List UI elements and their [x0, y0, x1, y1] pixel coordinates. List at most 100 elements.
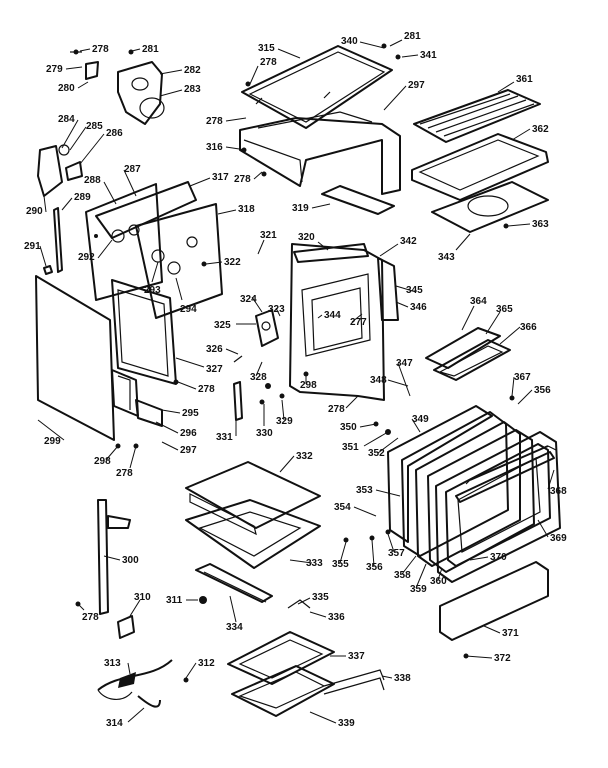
callout-311: 311 — [166, 595, 183, 606]
back-panel-part-287 — [85, 183, 163, 301]
callout-358: 358 — [394, 570, 411, 581]
callout-279: 279 — [46, 64, 63, 75]
callout-285: 285 — [86, 121, 103, 132]
callout-337: 337 — [348, 651, 365, 662]
oven-door-part-369 — [435, 431, 561, 583]
callout-351: 351 — [342, 442, 359, 453]
small-parts-311-336 — [199, 596, 311, 609]
callout-281: 281 — [404, 31, 421, 42]
callout-295: 295 — [182, 408, 199, 419]
callout-278: 278 — [328, 404, 345, 415]
door-handle-part-368 — [465, 445, 557, 485]
callout-320: 320 — [298, 232, 315, 243]
callout-339: 339 — [338, 718, 355, 729]
callout-287: 287 — [124, 164, 141, 175]
callout-327: 327 — [206, 364, 223, 375]
callout-290: 290 — [26, 206, 43, 217]
rod-part-300 — [97, 499, 131, 615]
callout-322: 322 — [224, 257, 241, 268]
door-liner-part-342 — [293, 243, 369, 263]
callout-284: 284 — [58, 114, 75, 125]
callout-312: 312 — [198, 658, 215, 669]
callout-347: 347 — [396, 358, 413, 369]
callout-352: 352 — [368, 448, 385, 459]
callout-294: 294 — [180, 304, 197, 315]
callout-362: 362 — [532, 124, 549, 135]
bracket-part-280 — [85, 61, 99, 80]
callout-356: 356 — [534, 385, 551, 396]
callout-369: 369 — [550, 533, 567, 544]
callout-371: 371 — [502, 628, 519, 639]
callout-278: 278 — [234, 174, 251, 185]
callout-331: 331 — [216, 432, 233, 443]
fasteners — [75, 81, 515, 683]
drawer-rail-part-334 — [195, 563, 273, 603]
callout-286: 286 — [106, 128, 123, 139]
callout-370: 370 — [490, 552, 507, 563]
callout-324: 324 — [240, 294, 257, 305]
manifold-part-317 — [95, 181, 197, 243]
broiler-pan-part-362 — [411, 133, 549, 201]
callout-323: 323 — [268, 304, 285, 315]
callout-367: 367 — [514, 372, 531, 383]
broiler-rack-part-361 — [413, 89, 541, 143]
callout-348: 348 — [370, 375, 387, 386]
door-panels-349-360 — [387, 405, 535, 573]
callout-338: 338 — [394, 673, 411, 684]
callout-354: 354 — [334, 502, 351, 513]
callout-278: 278 — [116, 468, 133, 479]
leader-lines — [37, 39, 555, 724]
callout-labels: 278 281 279 282 280 283 315 278 340 281 … — [24, 31, 567, 729]
callout-368: 368 — [550, 486, 567, 497]
callout-317: 317 — [212, 172, 229, 183]
callout-298: 298 — [300, 380, 317, 391]
callout-315: 315 — [258, 43, 275, 54]
callout-313: 313 — [104, 658, 121, 669]
callout-363: 363 — [532, 219, 549, 230]
callout-310: 310 — [134, 592, 151, 603]
callout-335: 335 — [312, 592, 329, 603]
callout-361: 361 — [516, 74, 533, 85]
callout-355: 355 — [332, 559, 349, 570]
callout-277: 277 — [350, 317, 367, 328]
callout-346: 346 — [410, 302, 427, 313]
callout-321: 321 — [260, 230, 277, 241]
callout-293: 293 — [144, 285, 161, 296]
callout-297: 297 — [180, 445, 197, 456]
callout-278: 278 — [198, 384, 215, 395]
callout-332: 332 — [296, 451, 313, 462]
callout-314: 314 — [106, 718, 123, 729]
rear-panel-parts-295-297 — [111, 369, 163, 427]
callout-364: 364 — [470, 296, 487, 307]
callout-353: 353 — [356, 485, 373, 496]
oven-bottom-part-343 — [431, 181, 549, 233]
callout-366: 366 — [520, 322, 537, 333]
callout-325: 325 — [214, 320, 231, 331]
window-assembly-364-366 — [425, 327, 511, 381]
cord-part-313 — [97, 659, 173, 708]
burner-box-part-319 — [321, 185, 395, 215]
broiler-pan-parts-337-339 — [227, 631, 385, 717]
callout-297: 297 — [408, 80, 425, 91]
callout-291: 291 — [24, 241, 41, 252]
callout-280: 280 — [58, 83, 75, 94]
callout-278: 278 — [260, 57, 277, 68]
callout-341: 341 — [420, 50, 437, 61]
callout-292: 292 — [78, 252, 95, 263]
callout-357: 357 — [388, 548, 405, 559]
side-brackets-284-290 — [37, 144, 83, 275]
top-frame-part-316 — [239, 111, 401, 195]
callout-360: 360 — [430, 576, 447, 587]
callout-342: 342 — [400, 236, 417, 247]
control-panel-part-318 — [135, 203, 223, 319]
drawer-parts-332-333 — [185, 461, 321, 569]
callout-345: 345 — [406, 285, 423, 296]
callout-334: 334 — [226, 622, 243, 633]
callout-350: 350 — [340, 422, 357, 433]
callout-278: 278 — [206, 116, 223, 127]
valve-parts-323-331 — [233, 309, 285, 421]
callout-328: 328 — [250, 372, 267, 383]
callout-319: 319 — [292, 203, 309, 214]
